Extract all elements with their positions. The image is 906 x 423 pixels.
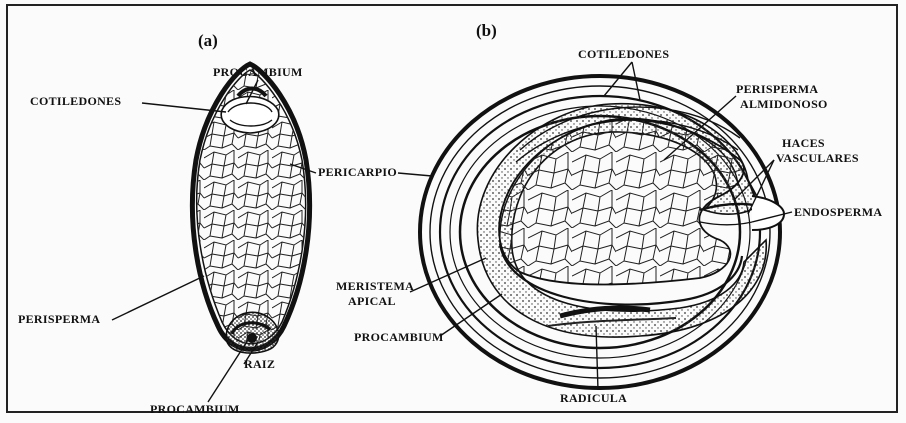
label-b-haces-l2: VASCULARES: [776, 151, 859, 165]
label-a-cotiledones: COTILEDONES: [30, 94, 121, 108]
label-b-radicula: RADICULA: [560, 391, 627, 405]
label-b-haces-l1: HACES: [782, 136, 825, 150]
label-b-meristema-l2: APICAL: [348, 294, 396, 308]
label-b-meristema-l1: MERISTEMA: [336, 279, 414, 293]
leader-b-meristema: [410, 258, 486, 292]
panel-a-seed: [190, 60, 310, 360]
label-b-perisperma-l2: ALMIDONOSO: [740, 97, 828, 111]
label-a-procambium-top: PROCAMBIUM: [213, 65, 303, 79]
label-a-procambium-bottom: PROCAMBIUM: [150, 402, 240, 416]
panel-a-letter: (a): [198, 31, 218, 50]
label-a-raiz: RAIZ: [244, 357, 275, 371]
label-a-pericarpio: PERICARPIO: [318, 165, 397, 179]
leader-a-pericarpio-to-b: [398, 173, 432, 176]
leader-a-perisperma: [112, 276, 204, 320]
label-b-perisperma-l1: PERISPERMA: [736, 82, 818, 96]
panel-b-letter: (b): [476, 21, 497, 40]
leader-a-procambium-bottom: [208, 340, 248, 402]
label-b-endosperma: ENDOSPERMA: [794, 205, 882, 219]
panel-b-seed: [420, 76, 784, 388]
label-b-cotiledones: COTILEDONES: [578, 47, 669, 61]
label-b-procambium: PROCAMBIUM: [354, 330, 444, 344]
label-a-perisperma: PERISPERMA: [18, 312, 100, 326]
